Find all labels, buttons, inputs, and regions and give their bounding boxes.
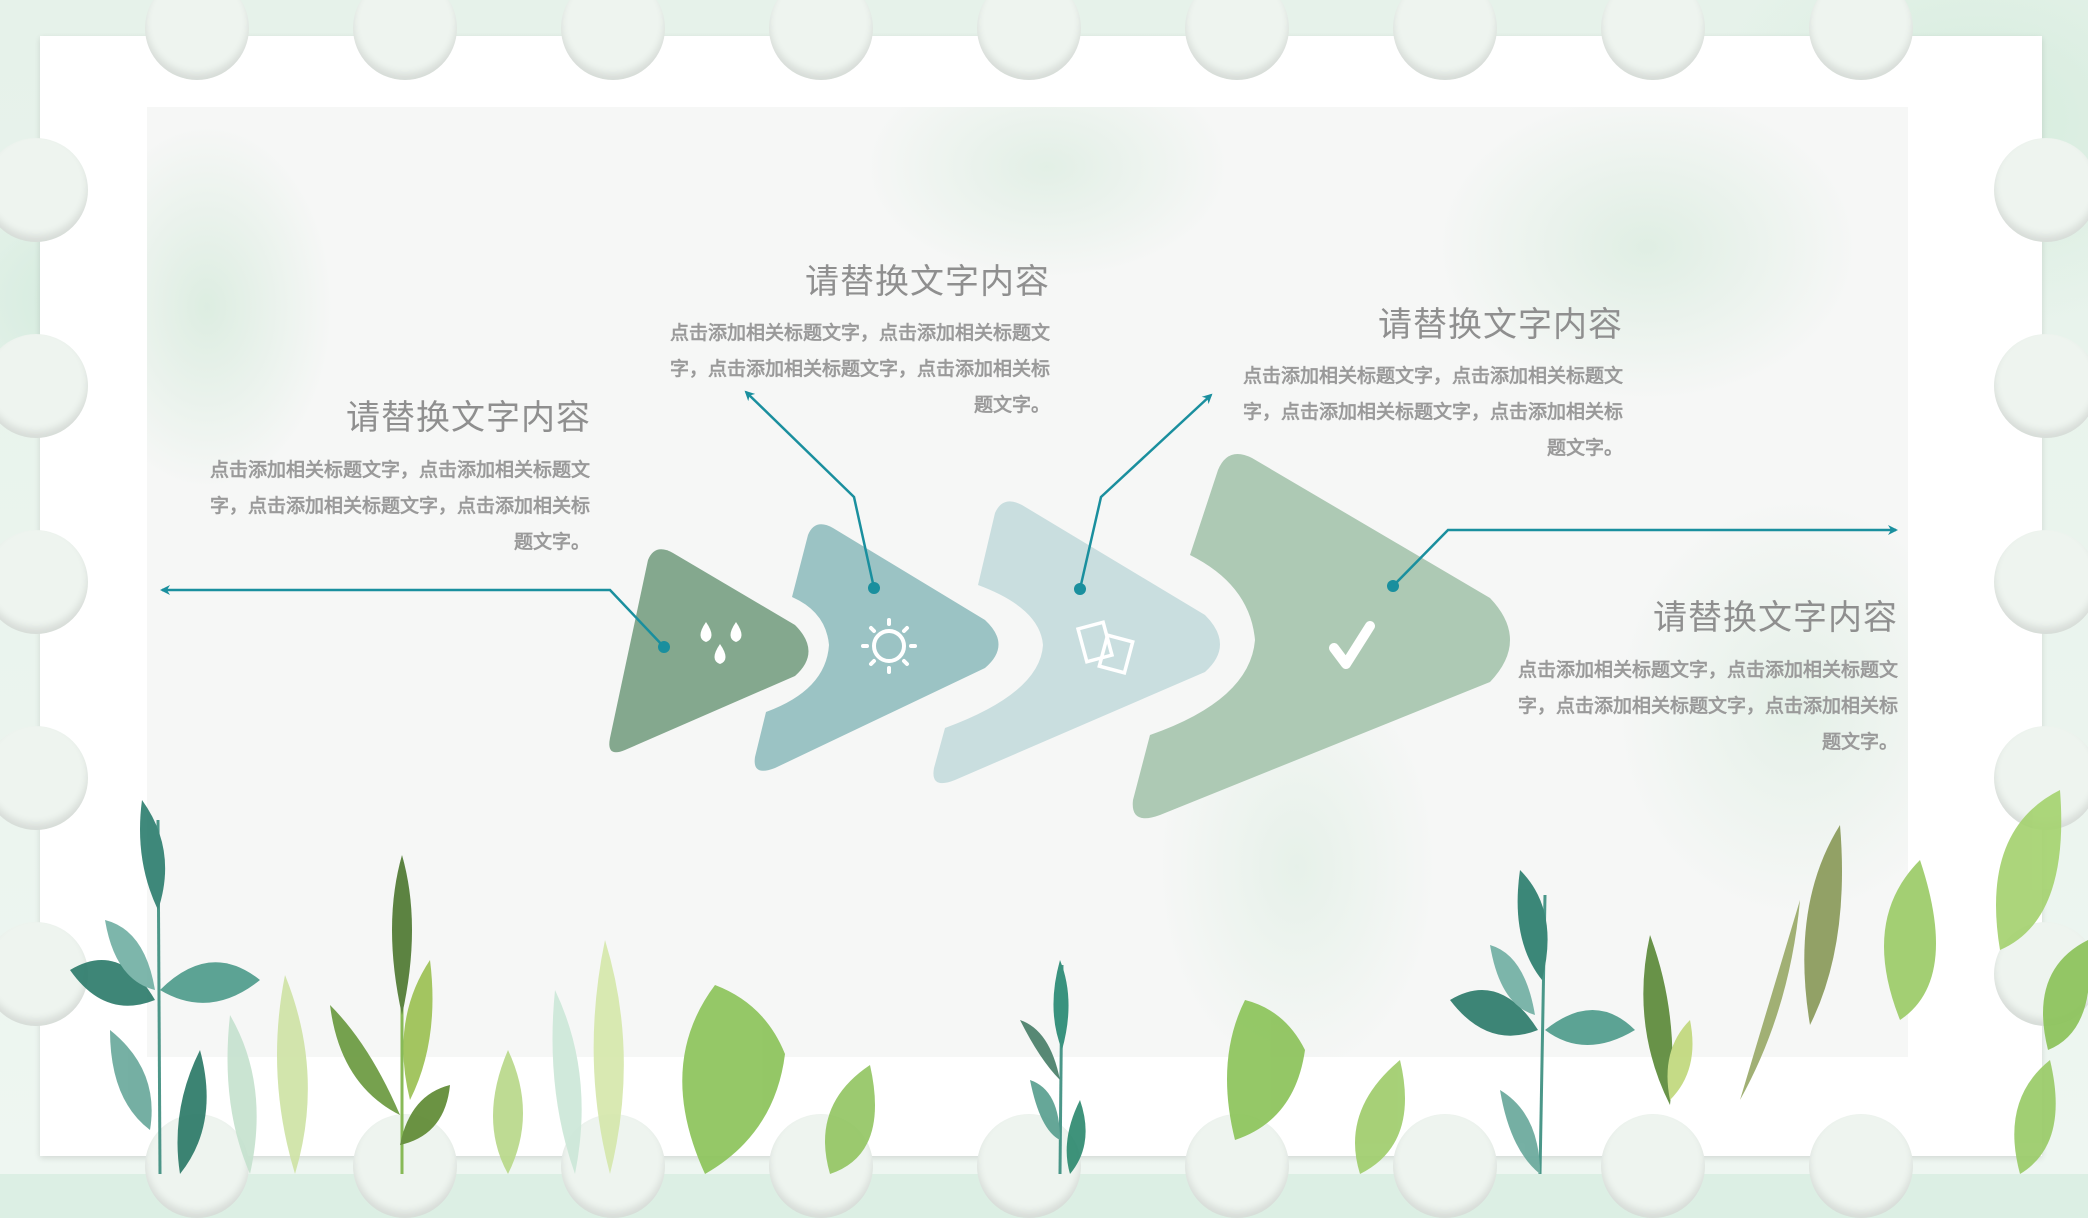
step-3-title[interactable]: 请替换文字内容 xyxy=(1378,305,1623,345)
callout-dot-4 xyxy=(1387,580,1399,592)
leaves-center-icon xyxy=(1020,960,1405,1174)
callout-line-1 xyxy=(160,585,665,648)
cards-icon xyxy=(1075,620,1135,675)
perforation-notch xyxy=(0,138,88,242)
callout-line-3 xyxy=(1078,393,1213,590)
watercolor-leaves-decoration xyxy=(70,790,2088,1174)
perforation-notch xyxy=(1185,0,1289,80)
perforation-notch xyxy=(0,334,88,438)
perforation-notch xyxy=(769,0,873,80)
step-2-arrow[interactable] xyxy=(754,524,999,771)
callout-dot-3 xyxy=(1074,583,1086,595)
step-3-body[interactable]: 点击添加相关标题文字，点击添加相关标题文 字，点击添加相关标题文字，点击添加相关… xyxy=(1242,365,1623,459)
step-2-body[interactable]: 点击添加相关标题文字，点击添加相关标题文 字，点击添加相关标题文字，点击添加相关… xyxy=(669,322,1050,416)
perforation-notch xyxy=(0,726,88,830)
step-4-body[interactable]: 点击添加相关标题文字，点击添加相关标题文 字，点击添加相关标题文字，点击添加相关… xyxy=(1517,659,1898,753)
leaves-left-icon xyxy=(70,800,875,1174)
step-4-arrow[interactable] xyxy=(1132,454,1510,819)
perforation-notch xyxy=(0,530,88,634)
perforation-notch xyxy=(1994,334,2088,438)
perforation-notch xyxy=(1994,138,2088,242)
callout-dot-1 xyxy=(658,641,670,653)
perforation-notch xyxy=(1393,0,1497,80)
perforation-notch xyxy=(977,0,1081,80)
perforation-notch xyxy=(1809,0,1913,80)
callout-line-2 xyxy=(744,390,876,589)
callout-line-4 xyxy=(1392,525,1898,587)
step-2-title[interactable]: 请替换文字内容 xyxy=(805,262,1050,302)
perforation-notch xyxy=(145,0,249,80)
leaves-right-icon xyxy=(1450,790,2088,1174)
perforation-notch xyxy=(1601,0,1705,80)
perforation-notch xyxy=(353,0,457,80)
perforation-notch xyxy=(1994,530,2088,634)
step-1-title[interactable]: 请替换文字内容 xyxy=(346,398,591,438)
callout-dot-2 xyxy=(868,582,880,594)
sun-icon xyxy=(861,618,917,674)
step-4-title[interactable]: 请替换文字内容 xyxy=(1653,598,1898,638)
water-drops-icon xyxy=(700,622,742,664)
checkmark-icon xyxy=(1329,621,1375,669)
step-1-arrow[interactable] xyxy=(609,549,809,753)
perforation-notch xyxy=(561,0,665,80)
process-arrows-diagram xyxy=(160,390,1898,819)
step-3-arrow[interactable] xyxy=(933,501,1220,784)
step-1-body[interactable]: 点击添加相关标题文字，点击添加相关标题文 字，点击添加相关标题文字，点击添加相关… xyxy=(209,459,590,553)
